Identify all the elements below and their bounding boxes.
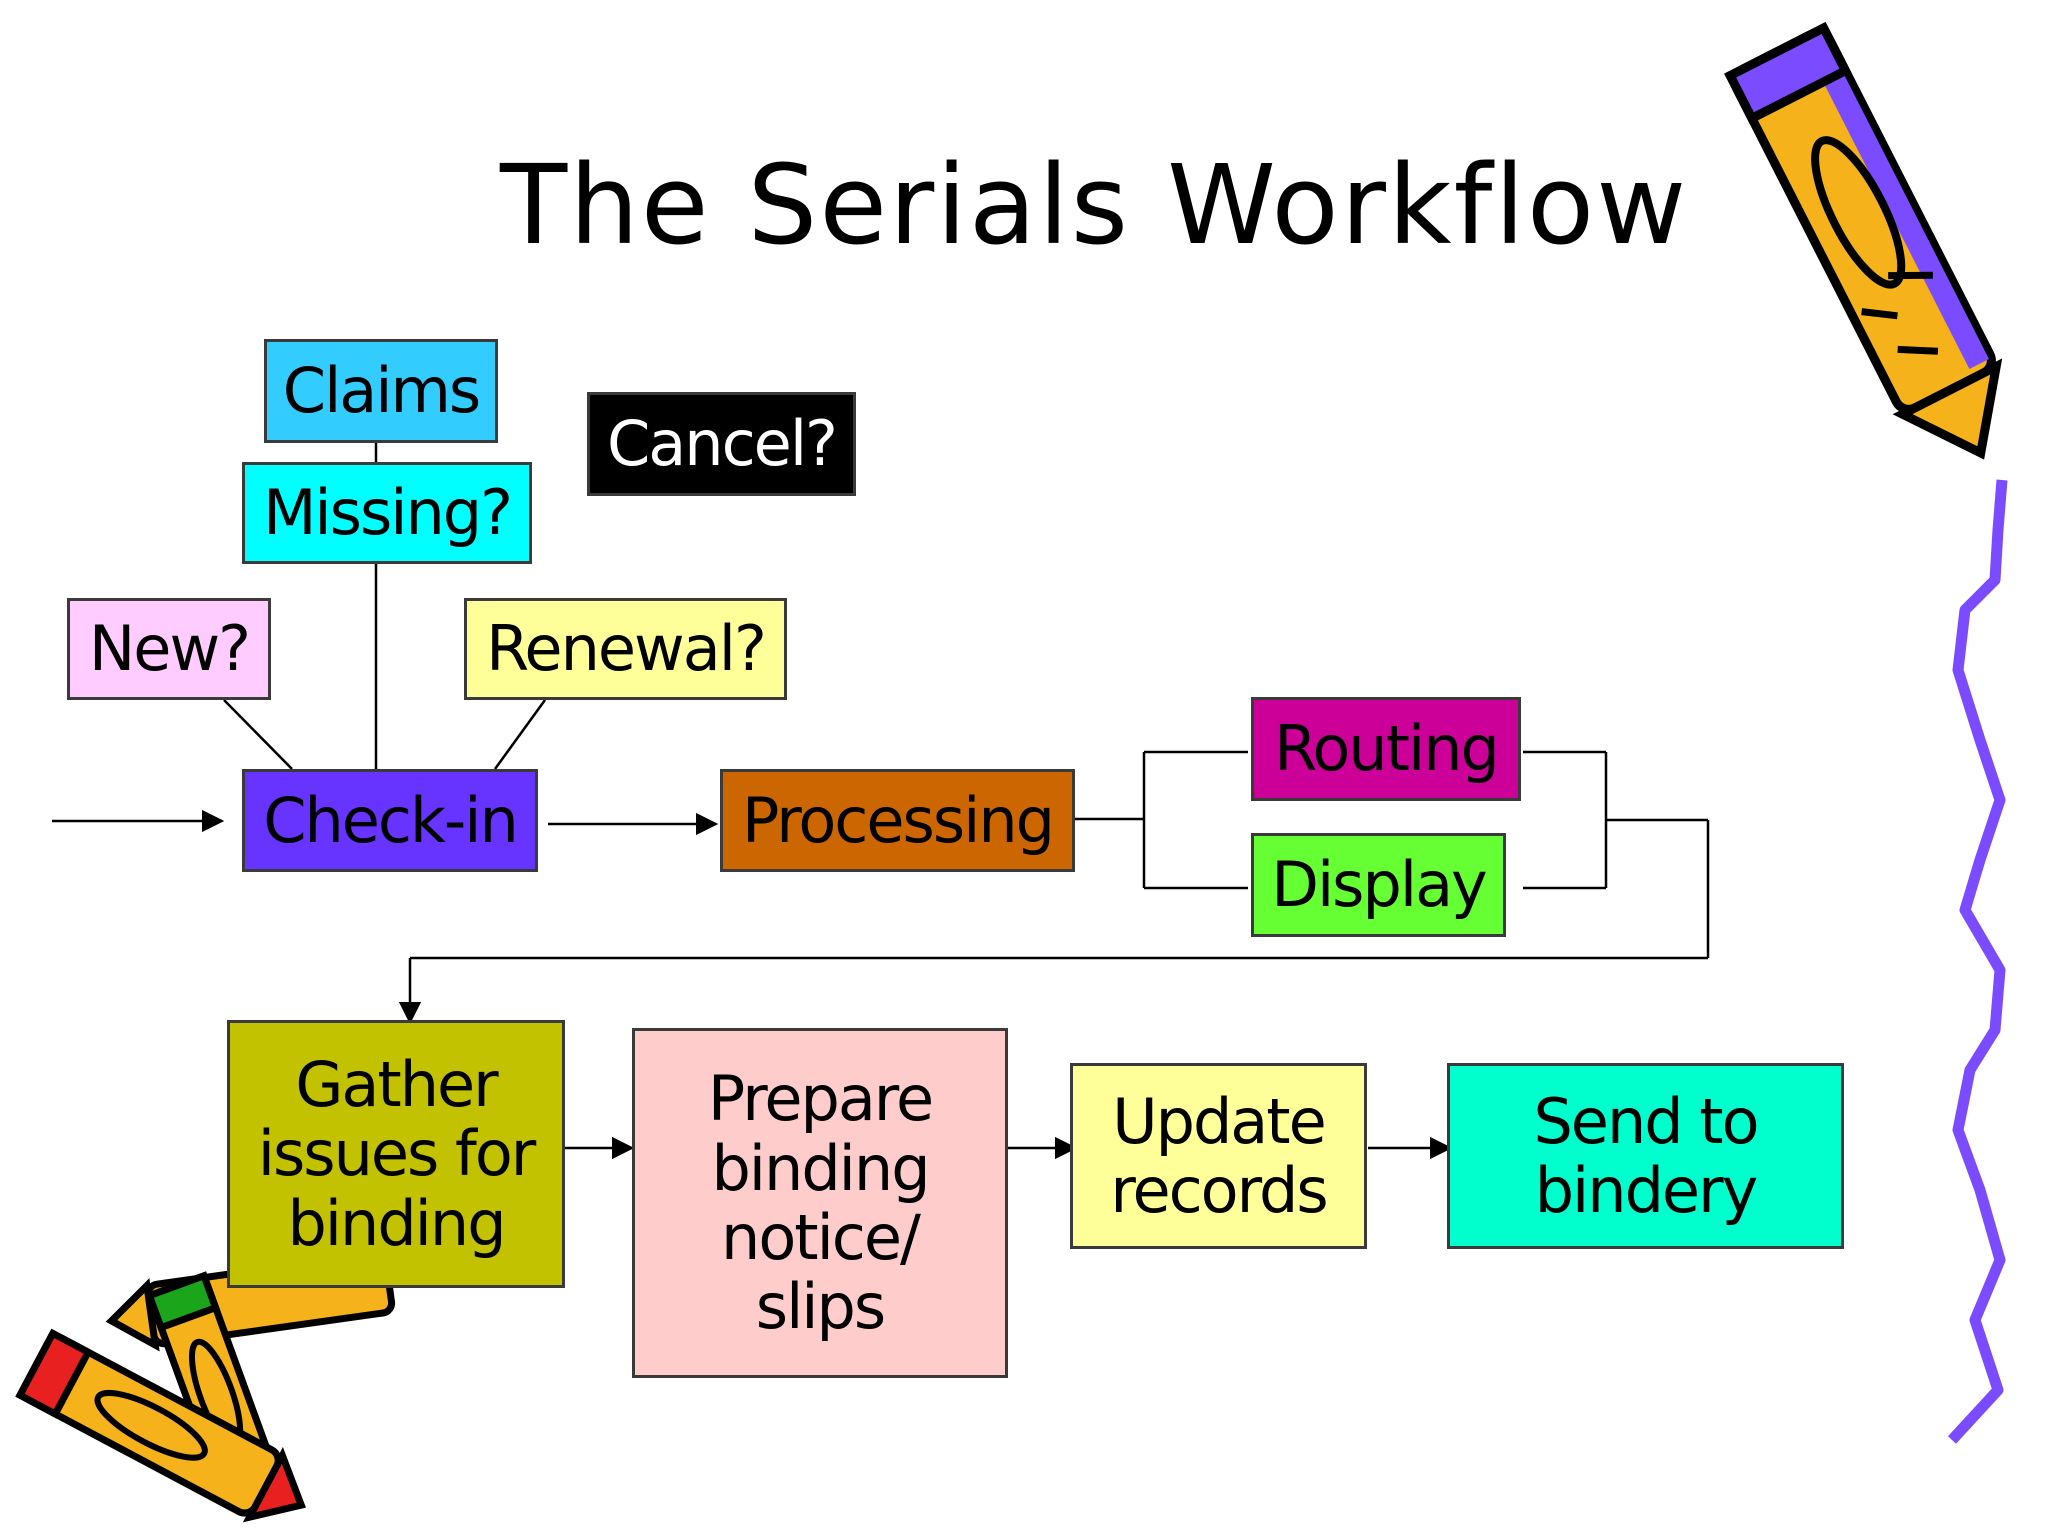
pencil-icon [1724, 21, 2003, 460]
missing-box: Missing? [242, 462, 532, 564]
prepare-label: Prepare binding notice/ slips [707, 1062, 934, 1344]
cancel-label: Cancel? [607, 407, 838, 481]
new-label: New? [88, 612, 251, 686]
checkin-label: Check-in [263, 783, 519, 857]
routing-box: Routing [1251, 697, 1521, 801]
renewal-label: Renewal? [486, 612, 767, 686]
update-label: Update records [1110, 1084, 1328, 1227]
display-label: Display [1271, 848, 1488, 922]
new-box: New? [67, 598, 271, 700]
claims-box: Claims [264, 339, 498, 443]
renewal-box: Renewal? [464, 598, 787, 700]
routing-label: Routing [1274, 712, 1500, 786]
checkin-box: Check-in [242, 769, 538, 872]
diagram-title: The Serials Workflow [500, 141, 1689, 269]
missing-label: Missing? [262, 476, 513, 550]
cancel-box: Cancel? [587, 392, 856, 496]
display-box: Display [1251, 833, 1506, 937]
update-box: Update records [1070, 1063, 1367, 1249]
processing-label: Processing [741, 783, 1055, 857]
claims-label: Claims [282, 354, 481, 428]
renewal-checkin-line [493, 699, 547, 770]
squiggle-line [1947, 479, 2008, 1444]
gather-box: Gather issues for binding [227, 1020, 565, 1288]
new-checkin-line [223, 699, 293, 770]
send-box: Send to bindery [1447, 1063, 1844, 1249]
send-label: Send to bindery [1533, 1084, 1759, 1227]
processing-box: Processing [720, 769, 1075, 872]
prepare-box: Prepare binding notice/ slips [632, 1028, 1008, 1378]
gather-label: Gather issues for binding [257, 1047, 537, 1260]
